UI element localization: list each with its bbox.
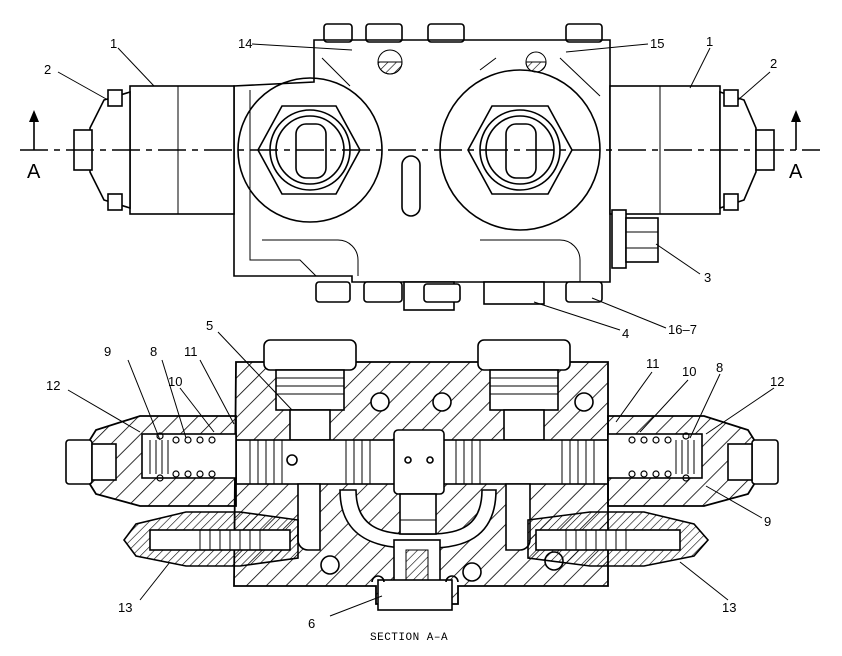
callout-1-left: 1 [110,36,117,51]
section-port-right [477,339,571,441]
left-end-cap [73,85,235,215]
section-right-end-cap [607,415,779,507]
callout-2-left: 2 [44,62,51,77]
callout-15: 15 [650,36,664,51]
callout-14: 14 [238,36,252,51]
callout-12-right: 12 [770,374,784,389]
callout-2-right: 2 [770,56,777,71]
leader-lines [57,43,775,617]
callout-13-right: 13 [722,600,736,615]
callout-10-left: 10 [168,374,182,389]
bottom-bolts [315,281,603,311]
section-view [65,339,779,611]
callout-8-left: 8 [150,344,157,359]
callout-9-right: 9 [764,514,771,529]
callout-13-left: 13 [118,600,132,615]
callout-5: 5 [206,318,213,333]
section-port-left [263,339,357,441]
top-bolts [323,23,603,43]
callout-3: 3 [704,270,711,285]
valve-body-top [233,39,611,283]
relief-plug [611,209,659,269]
callout-12-left: 12 [46,378,60,393]
callout-10-right: 10 [682,364,696,379]
top-view: A A [20,23,820,311]
section-left-end-cap [65,415,237,507]
spool-lands [249,440,595,484]
section-marker-right: A [789,161,803,183]
relief-cartridge-left [123,511,299,567]
callout-11-left: 11 [184,344,198,359]
callout-16-7: 16–7 [668,322,697,337]
section-caption: SECTION A–A [370,632,448,644]
callout-11-right: 11 [646,356,660,371]
relief-cartridge-right [527,511,710,567]
section-marker-left: A [27,161,41,183]
bottom-plug [371,539,459,611]
callout-labels: 1 2 1 2 14 15 3 4 16–7 5 9 8 11 10 12 13… [44,34,784,644]
callout-4: 4 [622,326,629,341]
callout-9-left: 9 [104,344,111,359]
callout-8-right: 8 [716,360,723,375]
callout-1-right: 1 [706,34,713,49]
callout-6: 6 [308,616,315,631]
